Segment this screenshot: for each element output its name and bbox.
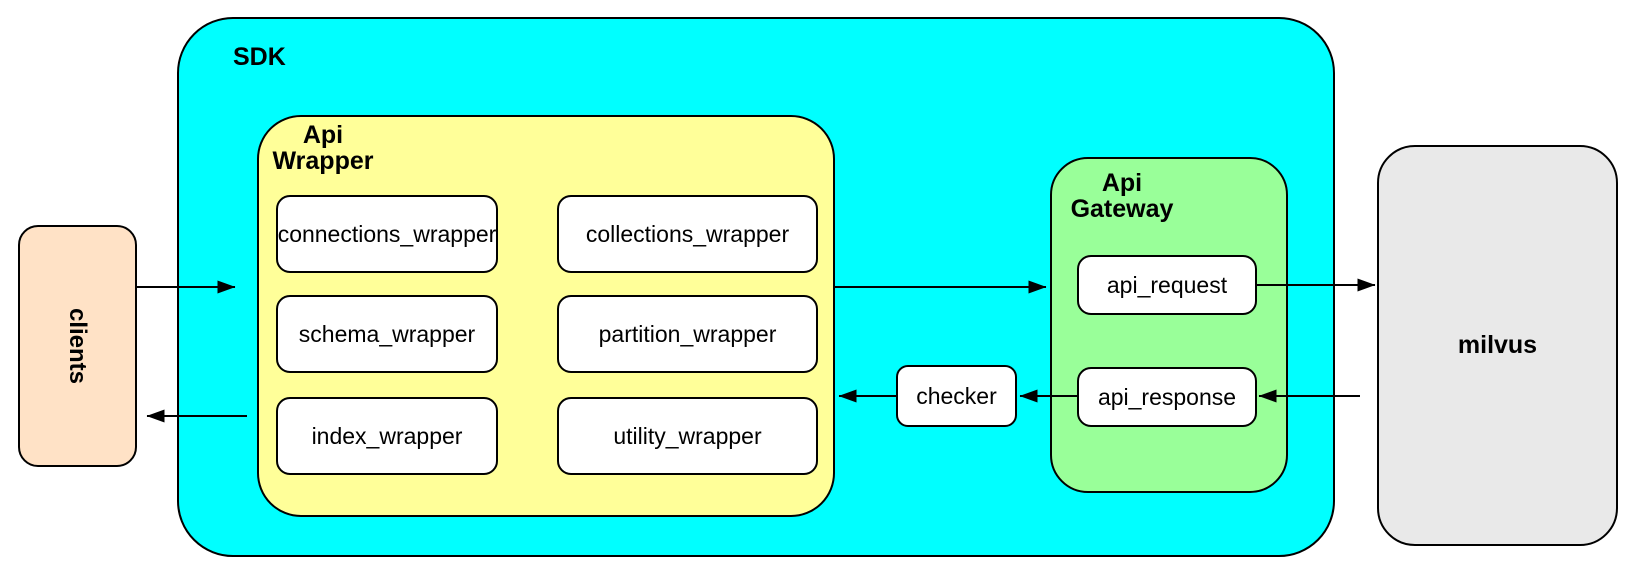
module-label: collections_wrapper (585, 220, 790, 247)
module-label: partition_wrapper (598, 320, 777, 347)
clients-box: clients (18, 225, 137, 467)
api-gateway-container: Api Gateway (1050, 157, 1288, 493)
api-response-label: api_response (1097, 383, 1237, 410)
api-response-box: api_response (1077, 367, 1257, 427)
checker-box: checker (896, 365, 1017, 427)
module-partition-wrapper: partition_wrapper (557, 295, 818, 373)
module-collections-wrapper: collections_wrapper (557, 195, 818, 273)
clients-label: clients (64, 307, 92, 385)
api-wrapper-label: Api Wrapper (272, 121, 374, 175)
module-label: utility_wrapper (613, 422, 762, 449)
module-label: connections_wrapper (277, 220, 497, 247)
sdk-label: SDK (233, 43, 286, 71)
api-request-box: api_request (1077, 255, 1257, 315)
api-request-label: api_request (1106, 271, 1228, 298)
module-schema-wrapper: schema_wrapper (276, 295, 498, 373)
milvus-label: milvus (1457, 331, 1538, 359)
module-utility-wrapper: utility_wrapper (557, 397, 818, 475)
milvus-box: milvus (1377, 145, 1618, 546)
module-label: index_wrapper (311, 422, 463, 449)
api-gateway-label: Api Gateway (1070, 169, 1174, 223)
module-label: schema_wrapper (298, 320, 476, 347)
checker-label: checker (916, 382, 997, 409)
module-connections-wrapper: connections_wrapper (276, 195, 498, 273)
module-index-wrapper: index_wrapper (276, 397, 498, 475)
